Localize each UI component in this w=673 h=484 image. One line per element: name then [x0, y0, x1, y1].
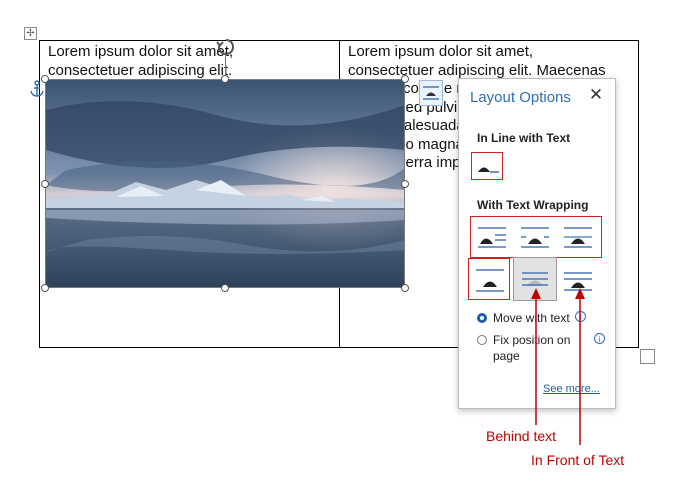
wrap-options-highlight-left: [468, 258, 510, 300]
table-move-handle-icon[interactable]: ✢: [24, 27, 37, 40]
close-icon[interactable]: ✕: [588, 85, 604, 104]
behind-text-callout: Behind text: [486, 428, 557, 444]
rotate-icon[interactable]: [215, 36, 237, 58]
in-front-of-text-option[interactable]: [562, 266, 594, 294]
with-text-wrapping-heading: With Text Wrapping: [477, 198, 589, 212]
wrap-through-option[interactable]: [562, 223, 594, 251]
anchor-icon[interactable]: [29, 80, 45, 98]
wrap-top-bottom-option[interactable]: [474, 266, 506, 294]
resize-handle-top-left[interactable]: [41, 75, 49, 83]
in-front-of-text-callout: In Front of Text: [531, 452, 625, 468]
panel-title: Layout Options: [470, 89, 571, 106]
resize-handle-top[interactable]: [221, 75, 229, 83]
info-icon[interactable]: i: [594, 333, 605, 344]
fix-position-label[interactable]: Fix position on page: [493, 333, 571, 363]
layout-options-icon[interactable]: [419, 80, 443, 106]
see-more-link[interactable]: See more...: [543, 383, 600, 395]
table-resize-handle[interactable]: [640, 349, 655, 364]
resize-handle-bottom-left[interactable]: [41, 284, 49, 292]
resize-handle-bottom-right[interactable]: [401, 284, 409, 292]
inline-with-text-heading: In Line with Text: [477, 131, 571, 145]
move-with-text-radio[interactable]: [477, 313, 487, 323]
table-cell-left-text[interactable]: Lorem ipsum dolor sit amet, consectetuer…: [48, 43, 234, 79]
inline-wrap-icon: [478, 167, 499, 173]
callout-arrows: [531, 288, 585, 445]
resize-handle-bottom[interactable]: [221, 284, 229, 292]
resize-handle-left[interactable]: [41, 180, 49, 188]
resize-handle-right[interactable]: [401, 180, 409, 188]
inline-with-text-option[interactable]: [471, 152, 503, 180]
inserted-photo[interactable]: [46, 80, 405, 288]
photo-landscape: [46, 80, 405, 288]
wrap-square-option[interactable]: [476, 223, 508, 251]
wrap-tight-option[interactable]: [519, 223, 551, 251]
move-with-text-label[interactable]: Move with text: [493, 311, 570, 325]
image-selection-frame: [45, 79, 405, 288]
resize-handle-top-right[interactable]: [401, 75, 409, 83]
fix-position-radio[interactable]: [477, 335, 487, 345]
rotate-handle-stem: [225, 52, 226, 79]
